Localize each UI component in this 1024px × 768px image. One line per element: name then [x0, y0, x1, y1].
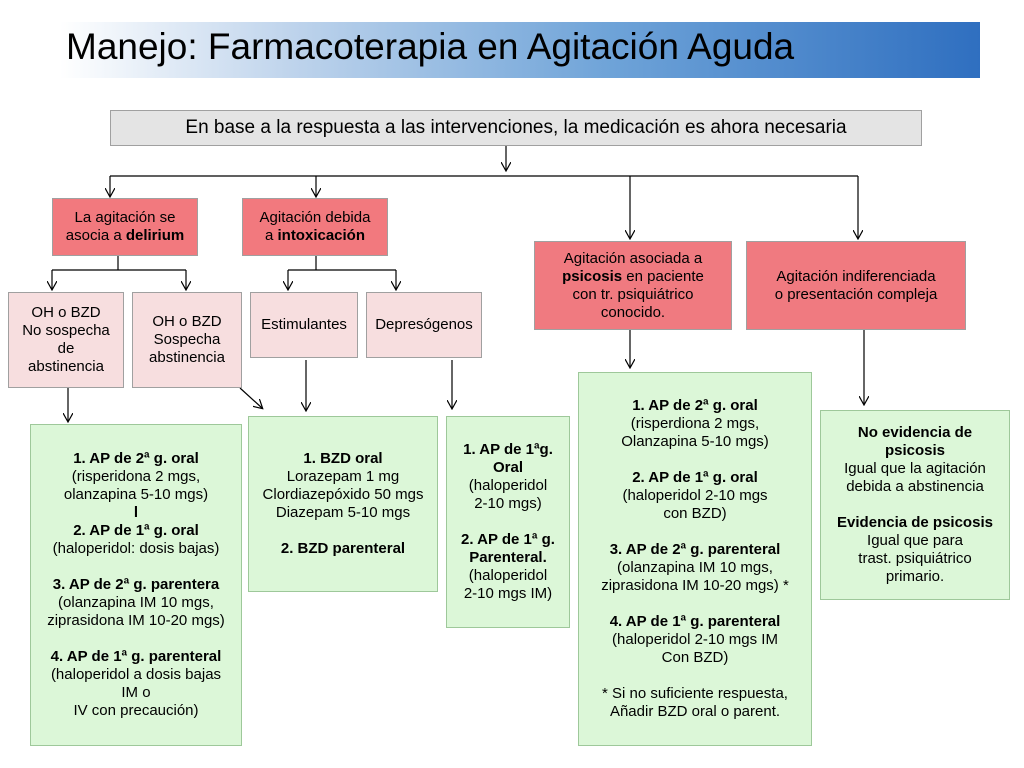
treat-psi-l8: (olanzapina IM 10 mgs, [617, 559, 773, 576]
treat-bzd-l1: 1. BZD oral [303, 450, 383, 467]
delirium-line1: La agitación se [74, 209, 176, 226]
oh-si-line2: Sospecha [153, 331, 221, 348]
treat-ind-l1: No evidencia de [857, 424, 973, 441]
treat-psi-l3: Olanzapina 5-10 mgs) [621, 433, 769, 450]
treat-delirium-l9: ziprasidona IM 10-20 mgs) [47, 612, 225, 629]
treat-delirium-l6: (haloperidol: dosis bajas) [52, 540, 220, 557]
treat-ind-l4: debida a abstinencia [846, 478, 984, 495]
psicosis-line2: en paciente [622, 267, 704, 285]
oh-si-line3: abstinencia [149, 349, 225, 366]
oh-no-line4: abstinencia [28, 358, 104, 375]
treat-delirium-l4: l [133, 504, 139, 521]
intox-line1: Agitación debida [259, 209, 371, 226]
treat-delirium-l1: 1. AP de 2ª g. oral [73, 450, 199, 467]
treat-delirium-l5: 2. AP de 1ª g. oral [73, 522, 199, 539]
psicosis-line4: conocido. [600, 303, 666, 321]
treat-psi-l13: * Si no suficiente respuesta, [602, 685, 788, 702]
treat-psi-l11: (haloperidol 2-10 mgs IM [612, 631, 778, 648]
treat-dep-l5: 2. AP de 1ª g. [461, 531, 555, 548]
treat-dep-l4: 2-10 mgs) [474, 495, 542, 512]
oh-no-line2: No sospecha [22, 322, 110, 339]
depresogenos-label: Depresógenos [375, 316, 473, 333]
treat-bzd-l3: Clordiazepóxido 50 mgs [262, 486, 424, 503]
category-delirium: La agitación se asocia a delirium [52, 198, 198, 256]
treat-psi-l10: 4. AP de 1ª g. parenteral [609, 613, 781, 630]
title-bar: Manejo: Farmacoterapia en Agitación Agud… [60, 22, 980, 78]
category-intoxicacion: Agitación debida a intoxicación [242, 198, 388, 256]
treat-psi-l12: Con BZD) [661, 649, 729, 666]
sub-depresogenos: Depresógenos [366, 292, 482, 358]
sub-estimulantes: Estimulantes [250, 292, 358, 358]
psicosis-line1: Agitación asociada a [563, 249, 703, 267]
treat-psi-l5: (haloperidol 2-10 mgs [622, 487, 768, 504]
treat-psi-l2: (risperdiona 2 mgs, [630, 415, 760, 432]
treat-delirium-l10: 4. AP de 1ª g. parenteral [50, 648, 222, 665]
treat-dep-l7: (haloperidol [468, 567, 548, 584]
treat-psi-l7: 3. AP de 2ª g. parenteral [609, 541, 781, 558]
indif-line1: Agitación indiferenciada [776, 267, 936, 285]
sub-oh-no-sospecha: OH o BZD No sospecha de abstinencia [8, 292, 124, 388]
delirium-keyword: delirium [125, 227, 185, 244]
treatment-delirium: 1. AP de 2ª g. oral (risperidona 2 mgs, … [30, 424, 242, 746]
category-psicosis: Agitación asociada a psicosis en pacient… [534, 241, 732, 330]
treat-ind-l7: trast. psiquiátrico [858, 550, 972, 567]
sub-oh-sospecha: OH o BZD Sospecha abstinencia [132, 292, 242, 388]
treat-ind-l3: Igual que la agitación [844, 460, 986, 477]
treat-delirium-l7: 3. AP de 2ª g. parentera [52, 576, 220, 593]
treat-delirium-l3: olanzapina 5-10 mgs) [63, 486, 209, 503]
treat-ind-l8: primario. [885, 568, 945, 585]
treat-dep-l6: Parenteral. [469, 549, 547, 566]
indif-line2: o presentación compleja [774, 285, 938, 303]
treat-dep-l2: Oral [492, 459, 523, 476]
oh-no-line3: de [57, 340, 75, 357]
treat-ind-l5: Evidencia de psicosis [837, 514, 993, 531]
intox-line2: a [264, 227, 278, 244]
psicosis-keyword: psicosis [562, 267, 623, 285]
treatment-indiferenciada: No evidencia de psicosis Igual que la ag… [820, 410, 1010, 600]
treat-delirium-l2: (risperidona 2 mgs, [71, 468, 201, 485]
oh-no-line1: OH o BZD [31, 304, 101, 321]
treat-delirium-l11: (haloperidol a dosis bajas [50, 666, 222, 683]
top-box-text: En base a la respuesta a las intervencio… [185, 117, 847, 138]
arrow-oh-si-to-bzd [239, 387, 262, 408]
treat-dep-l1: 1. AP de 1ªg. [463, 441, 553, 458]
page-title: Manejo: Farmacoterapia en Agitación Agud… [66, 26, 795, 67]
delirium-line2: asocia a [65, 227, 126, 244]
treat-psi-l9: ziprasidona IM 10-20 mgs) * [601, 577, 789, 594]
treat-psi-l14: Añadir BZD oral o parent. [609, 703, 781, 720]
treat-dep-l3: (haloperidol [468, 477, 548, 494]
treat-psi-l6: con BZD) [663, 505, 727, 522]
treat-delirium-l12: IM o [121, 684, 151, 701]
estimulantes-label: Estimulantes [261, 316, 347, 333]
treat-delirium-l13: IV con precaución) [73, 702, 199, 719]
treat-psi-l1: 1. AP de 2ª g. oral [632, 397, 758, 414]
psicosis-line3: con tr. psiquiátrico [572, 285, 694, 303]
treat-ind-l6: Igual que para [867, 532, 963, 549]
intox-keyword: intoxicación [277, 227, 366, 244]
treat-psi-l4: 2. AP de 1ª g. oral [632, 469, 758, 486]
treat-ind-l2: psicosis [884, 442, 946, 459]
treat-bzd-l2: Lorazepam 1 mg [286, 468, 400, 485]
treat-bzd-l5: 2. BZD parenteral [280, 540, 406, 557]
top-box: En base a la respuesta a las intervencio… [110, 110, 922, 146]
oh-si-line1: OH o BZD [152, 313, 222, 330]
category-indiferenciada: Agitación indiferenciada o presentación … [746, 241, 966, 330]
treat-delirium-l8: (olanzapina IM 10 mgs, [58, 594, 214, 611]
treatment-depresogenos: 1. AP de 1ªg. Oral (haloperidol 2-10 mgs… [446, 416, 570, 628]
treat-dep-l8: 2-10 mgs IM) [463, 585, 553, 602]
treatment-psicosis: 1. AP de 2ª g. oral (risperdiona 2 mgs, … [578, 372, 812, 746]
treatment-bzd: 1. BZD oral Lorazepam 1 mg Clordiazepóxi… [248, 416, 438, 592]
treat-bzd-l4: Diazepam 5-10 mgs [275, 504, 411, 521]
